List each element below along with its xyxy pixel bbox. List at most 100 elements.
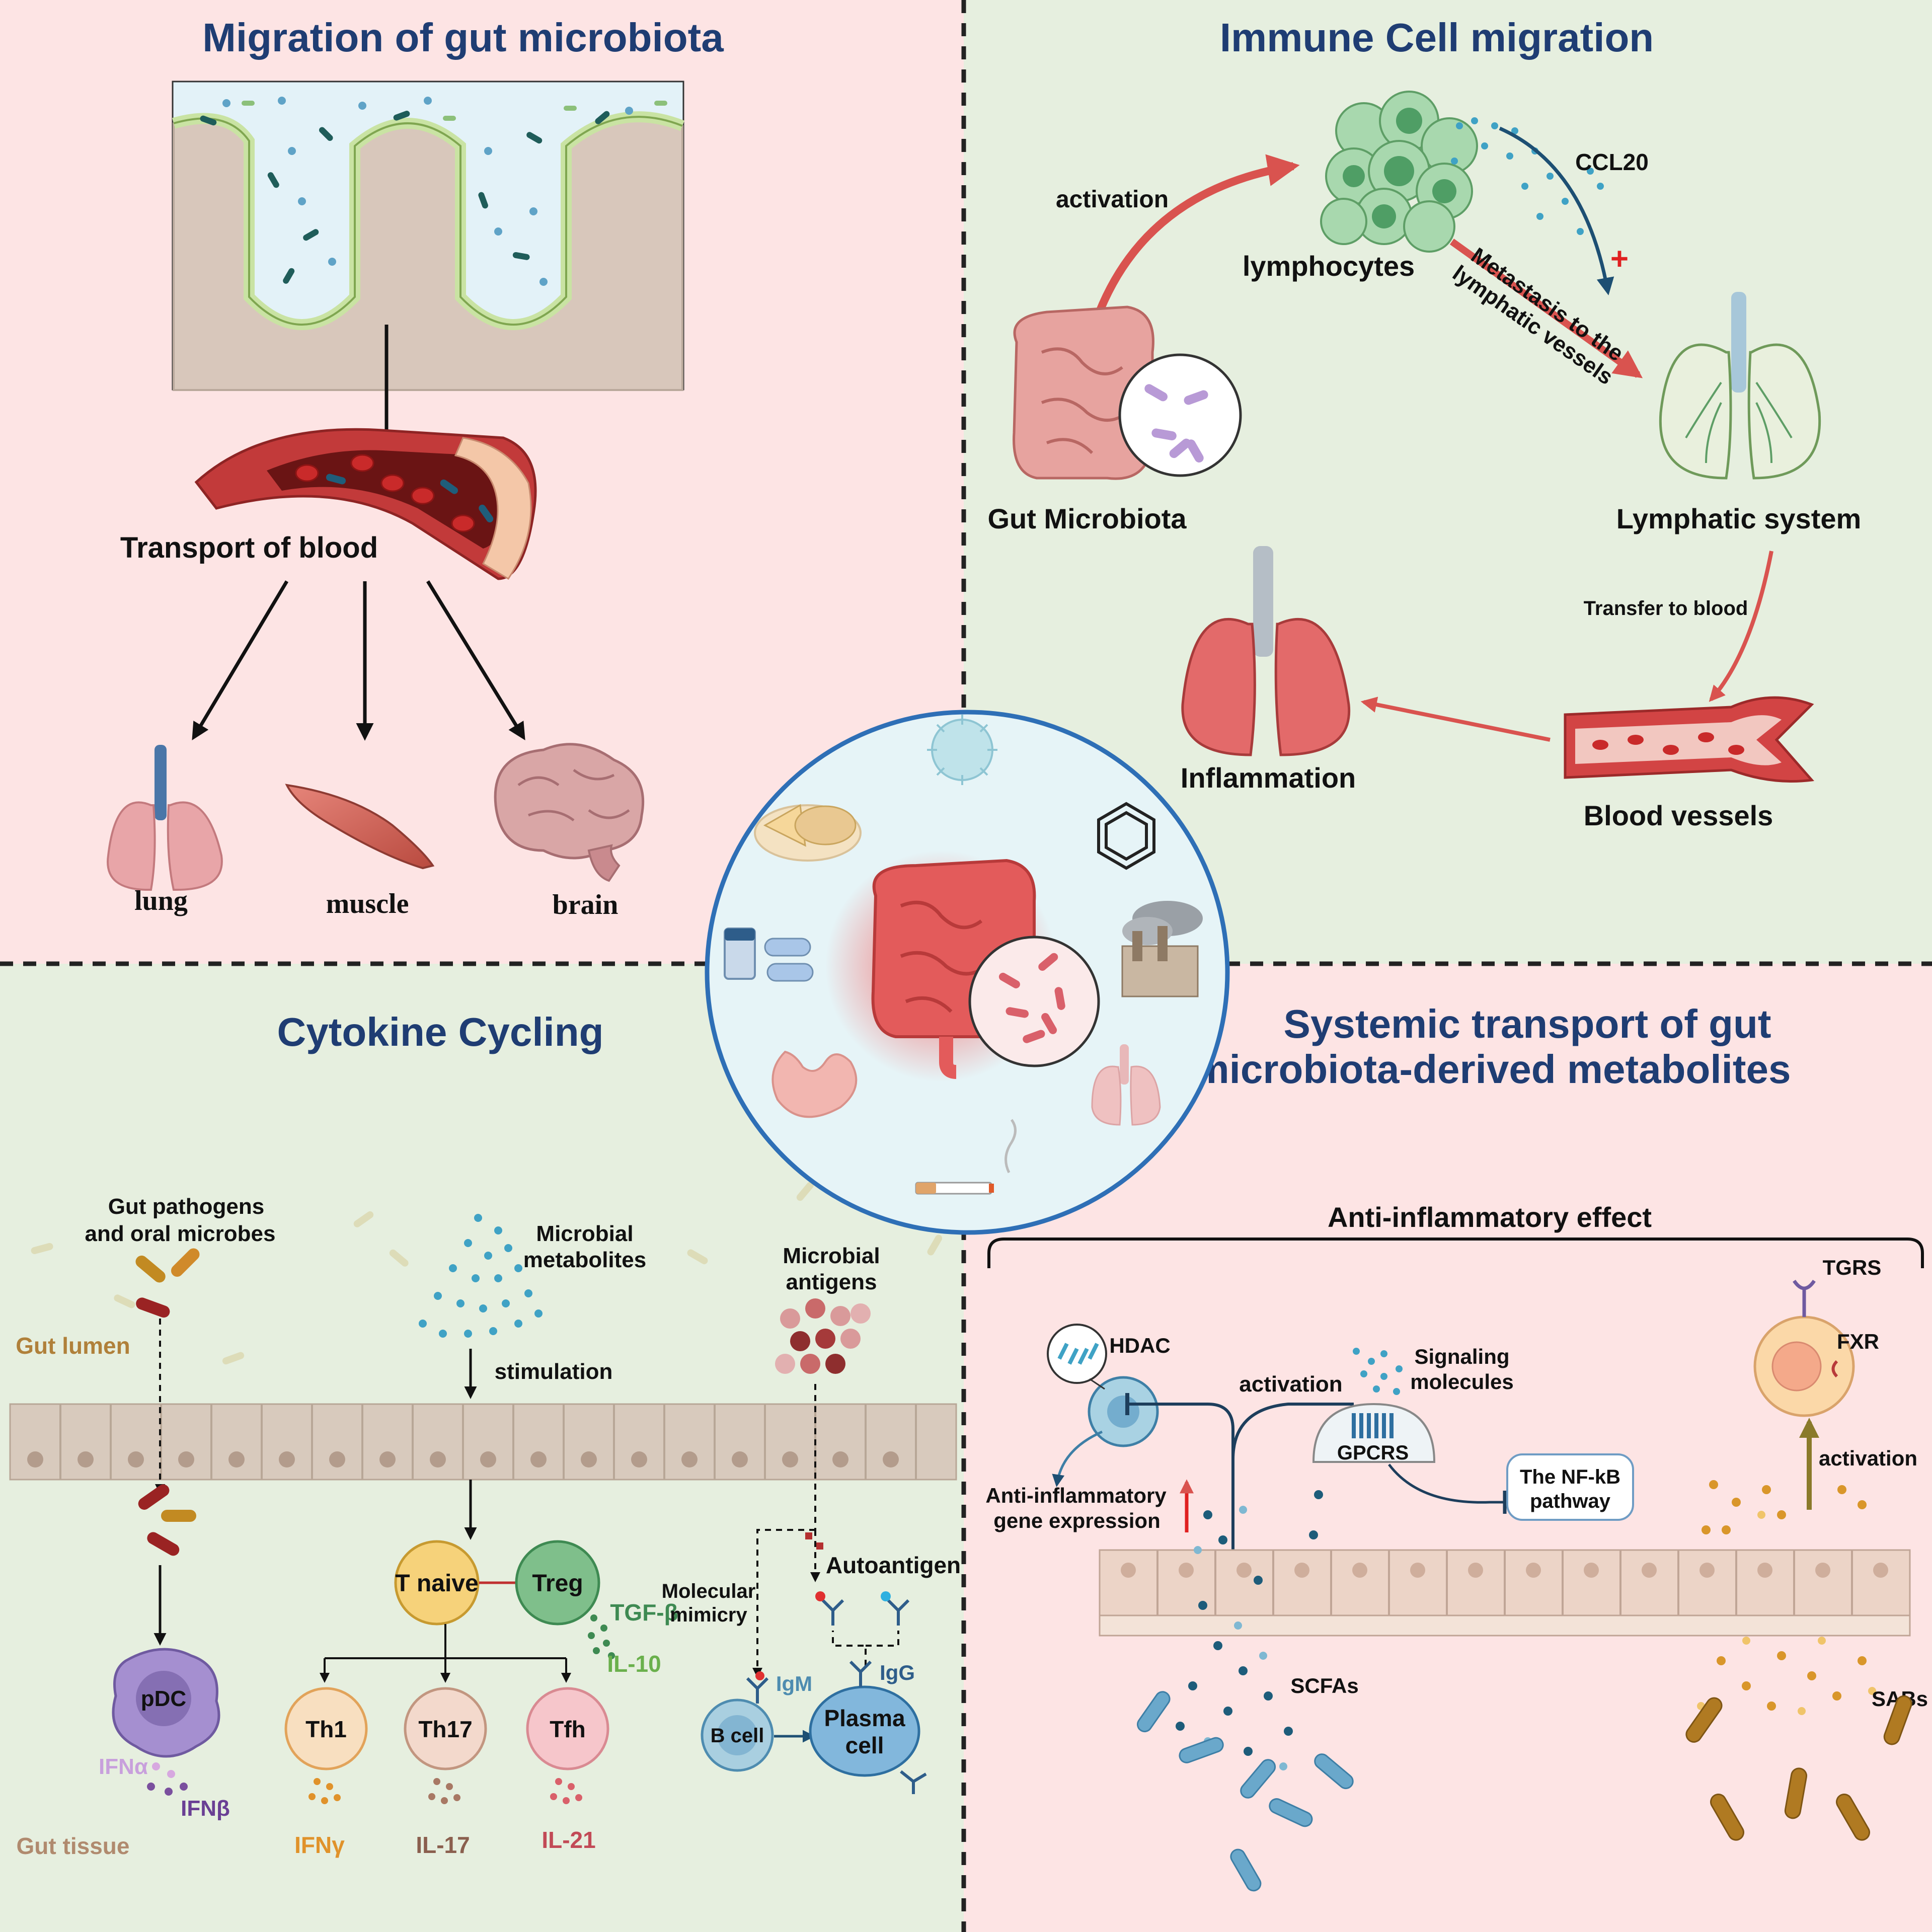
gene-expression-label-2: gene expression bbox=[993, 1509, 1160, 1532]
antibodies-autoantigen bbox=[821, 1599, 910, 1626]
stimulation-label: stimulation bbox=[495, 1359, 613, 1384]
molecular-mimicry-label-2: mimicry bbox=[670, 1604, 747, 1626]
factory-pollution-icon bbox=[1121, 901, 1203, 997]
ifn-beta-label: IFNβ bbox=[181, 1796, 230, 1821]
blood-vessel-illustration bbox=[194, 428, 537, 580]
igm-antibody bbox=[746, 1677, 769, 1704]
th1-cell bbox=[284, 1687, 368, 1770]
plus-sign: + bbox=[1610, 242, 1629, 276]
q1-title: Migration of gut microbiota bbox=[202, 15, 724, 60]
microbial-antigens-label-2: antigens bbox=[786, 1270, 877, 1294]
signaling-molecules-label-2: molecules bbox=[1410, 1370, 1513, 1394]
gpcr-inhibit-nfkb bbox=[1388, 1463, 1505, 1504]
metabolite-dots bbox=[419, 1214, 543, 1338]
transfer-to-blood-label: Transfer to blood bbox=[1584, 597, 1748, 620]
autoantigen-bound-red bbox=[815, 1591, 825, 1601]
scfa-dots bbox=[1176, 1490, 1323, 1756]
microbial-metabolites-label: Microbial bbox=[536, 1221, 633, 1246]
muscle-icon bbox=[285, 784, 435, 870]
th17-label: Th17 bbox=[418, 1716, 472, 1742]
autoantigen-bound-blue bbox=[881, 1591, 891, 1601]
anti-inflammatory-bracket bbox=[987, 1238, 1924, 1268]
plasma-cell-label-2: cell bbox=[845, 1732, 884, 1758]
ccl20-label: CCL20 bbox=[1575, 149, 1649, 175]
ifn-dots bbox=[147, 1762, 188, 1796]
nfkb-label-2: pathway bbox=[1530, 1490, 1611, 1512]
t-naive-cell bbox=[394, 1540, 480, 1626]
blood-vessels-label: Blood vessels bbox=[1584, 800, 1773, 831]
food-icon bbox=[754, 804, 862, 862]
il10-label: IL-10 bbox=[607, 1651, 661, 1677]
hdac-label: HDAC bbox=[1109, 1334, 1170, 1357]
plasma-to-antibodies-dashed bbox=[832, 1631, 899, 1666]
gene-expression-label: Anti-inflammatory bbox=[985, 1484, 1167, 1507]
activation-label-q4: activation bbox=[1239, 1372, 1342, 1397]
lymphatic-system-label: Lymphatic system bbox=[1616, 503, 1862, 534]
nfkb-pathway-box bbox=[1506, 1453, 1634, 1521]
q4-title-line2: microbiota-derived metabolites bbox=[1194, 1047, 1791, 1092]
t-naive-label: T naive bbox=[395, 1570, 478, 1597]
activation-label-fxr: activation bbox=[1819, 1446, 1917, 1470]
arrow-to-lung bbox=[192, 580, 289, 741]
intestinal-villi-illustration bbox=[172, 81, 685, 391]
gut-lumen-label: Gut lumen bbox=[16, 1333, 130, 1359]
microbial-antigens-label: Microbial bbox=[783, 1244, 880, 1268]
tfh-label: Tfh bbox=[550, 1716, 586, 1742]
th1-label: Th1 bbox=[305, 1716, 347, 1742]
q4-title-line1: Systemic transport of gut bbox=[1283, 1001, 1771, 1046]
inflammation-label: Inflammation bbox=[1181, 762, 1356, 794]
molecular-mimicry-dashed bbox=[752, 1529, 815, 1678]
tfh-cell bbox=[526, 1687, 609, 1770]
epithelium-layer bbox=[9, 1403, 957, 1481]
center-circle bbox=[705, 710, 1230, 1235]
fxr-label: FXR bbox=[1837, 1330, 1879, 1353]
q4-epithelium bbox=[1099, 1549, 1911, 1637]
organ-label-brain: brain bbox=[553, 889, 619, 920]
gut-pathogens-label-2: and oral microbes bbox=[85, 1221, 275, 1246]
plasma-cell-label: Plasma bbox=[824, 1705, 905, 1731]
virus-icon bbox=[927, 715, 997, 785]
gut-intestine-icon bbox=[1013, 305, 1242, 480]
lumen-bacteria-faint bbox=[31, 1182, 943, 1365]
fxr-cell bbox=[1753, 1279, 1855, 1417]
arrow-hdac-to-gene bbox=[1052, 1430, 1103, 1487]
nfkb-label: The NF-kB bbox=[1520, 1466, 1620, 1488]
th17-cell bbox=[404, 1687, 487, 1770]
translocated-bacteria bbox=[138, 1484, 196, 1556]
il17-label: IL-17 bbox=[416, 1832, 470, 1858]
cigarette-icon bbox=[915, 1119, 1017, 1195]
signaling-molecules-label: Signaling bbox=[1415, 1345, 1510, 1368]
gpcrs-label: GPCRS bbox=[1337, 1442, 1409, 1464]
lung-icon bbox=[107, 745, 223, 891]
arrow-transfer-to-blood bbox=[1709, 551, 1773, 702]
arrow-to-inflammation bbox=[1360, 697, 1551, 742]
molecular-mimicry-label: Molecular bbox=[662, 1580, 756, 1602]
ifn-alpha-label: IFNα bbox=[99, 1754, 148, 1779]
activation-label: activation bbox=[1056, 186, 1169, 213]
scfa-inhibit-hdac bbox=[1127, 1403, 1234, 1555]
signaling-dots bbox=[1353, 1348, 1403, 1395]
sab-dots bbox=[1702, 1480, 1867, 1711]
scfas-label: SCFAs bbox=[1290, 1674, 1358, 1697]
lymphocytes-label: lymphocytes bbox=[1243, 250, 1415, 282]
autoantigen-label: Autoantigen bbox=[826, 1552, 961, 1578]
arrow-ccl20 bbox=[1499, 126, 1614, 295]
plasma-cell bbox=[809, 1685, 920, 1777]
lymphatic-system-icon bbox=[1659, 292, 1821, 480]
igg-antibodies bbox=[849, 1660, 927, 1794]
autoantigen-fragments bbox=[805, 1532, 823, 1550]
q2-title: Immune Cell migration bbox=[1220, 15, 1654, 60]
blood-vessels-icon bbox=[1564, 696, 1814, 783]
antigen-spheres bbox=[775, 1298, 871, 1374]
pills-icon bbox=[724, 928, 814, 982]
igg-label: IgG bbox=[880, 1661, 915, 1684]
inflamed-lungs-icon bbox=[1181, 546, 1351, 756]
hdac-zoom-circle bbox=[1047, 1324, 1107, 1384]
igm-antigen bbox=[755, 1671, 764, 1680]
lymphocyte-nuclei bbox=[1343, 108, 1456, 228]
brain-icon bbox=[494, 743, 645, 882]
ccl20-dots bbox=[1451, 117, 1604, 235]
microbial-metabolites-label-2: metabolites bbox=[523, 1248, 647, 1272]
center-bacteria-zoom bbox=[968, 936, 1100, 1067]
